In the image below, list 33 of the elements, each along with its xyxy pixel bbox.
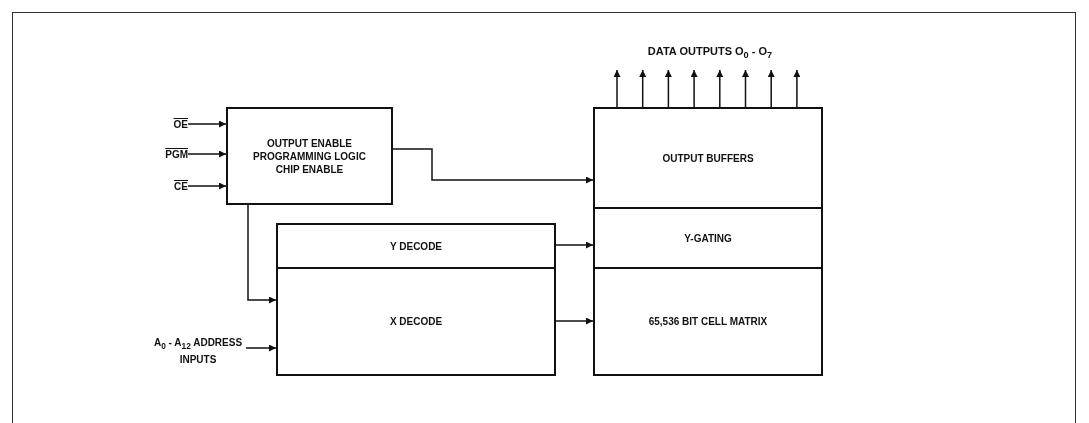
arrow [613,69,621,108]
logic-block [226,107,393,205]
arrow [664,69,672,108]
arrow [247,204,277,304]
block-label: OUTPUT BUFFERS [662,151,754,165]
arrow [187,150,227,158]
arrow [187,120,227,128]
signal-name: PGM [140,146,188,162]
block-label: OUTPUT ENABLE PROGRAMMING LOGIC CHIP ENABLE [252,136,367,176]
decoder-block [276,267,556,376]
arrow [716,69,724,108]
signal-name: OE [140,116,188,132]
signal-name: A$_{0}$ - A$_{12}$ ADDRESS INPUTS [150,330,246,372]
signal-name: DATA OUTPUTS O$_{0}$ - O$_{7}$ [605,38,815,70]
gating-block [593,207,823,269]
block-label: X DECODE [389,315,443,328]
arrow [793,69,801,108]
block-label: Y-GATING [684,231,732,245]
arrow [767,69,775,108]
decoder-block [276,223,556,269]
arrow [187,182,227,190]
arrow [392,148,594,184]
arrow [639,69,647,108]
arrow [245,344,277,352]
arrow [555,241,594,249]
signal-name: CE [140,178,188,194]
arrow [555,317,594,325]
buffer-block [593,107,823,209]
memory-matrix-block [593,267,823,376]
block-label: Y DECODE [389,239,443,253]
block-label: 65,536 BIT CELL MATRIX [648,315,768,328]
arrow [742,69,749,108]
arrow [690,69,698,108]
